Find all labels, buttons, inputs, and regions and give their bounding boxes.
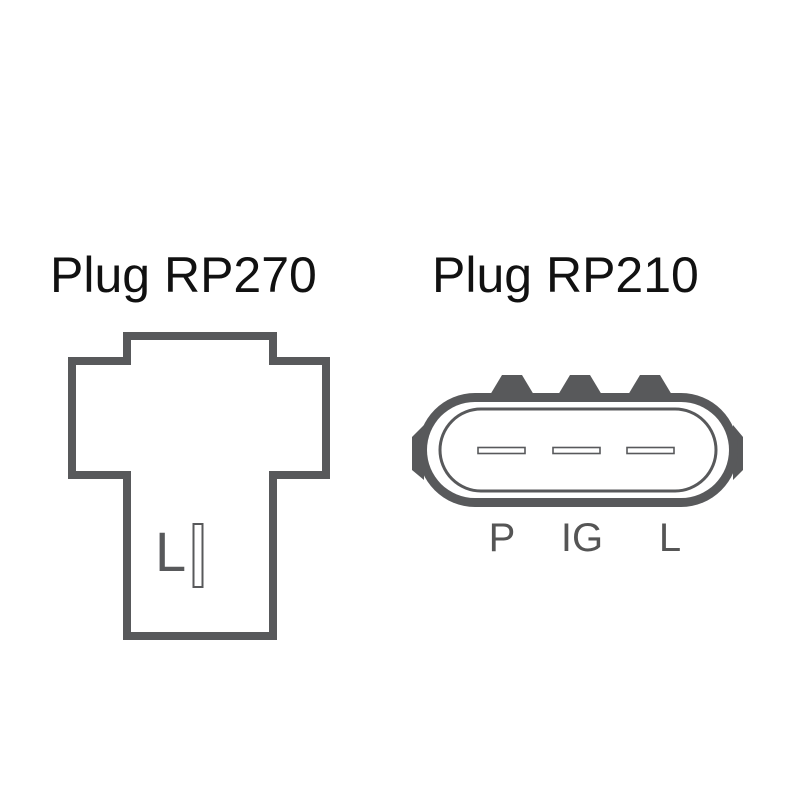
plug-rp210-body [412,375,743,507]
plug-rp270-title: Plug RP270 [50,247,317,303]
plug-rp210-pin-label-l: L [659,516,681,560]
plug-rp270-outline [68,332,330,640]
plug-rp270-pin-label-l: L [155,520,186,583]
plug-rp210-slot-l [626,446,675,455]
plug-rp210-slot-p [477,446,526,455]
plug-rp210: Plug RP210 P IG L [412,247,743,560]
plug-rp210-pin-label-p: P [489,516,516,560]
plug-rp210-pin-label-ig: IG [561,516,603,560]
plug-rp270: Plug RP270 L [50,247,330,640]
plug-rp210-slot-ig [552,446,601,455]
plug-rp210-title: Plug RP210 [432,247,699,303]
plug-rp270-pin-slot [192,523,204,588]
